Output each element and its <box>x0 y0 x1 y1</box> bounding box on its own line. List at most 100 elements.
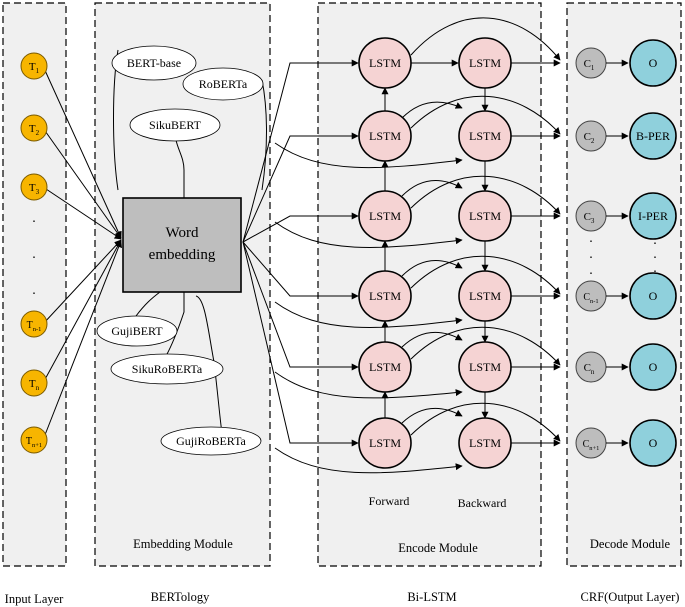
svg-text:LSTM: LSTM <box>369 436 401 450</box>
svg-text:Cn: Cn <box>584 362 595 376</box>
crf-ellipsis-dot: . <box>589 231 593 246</box>
svg-text:I-PER: I-PER <box>638 209 668 223</box>
svg-text:T3: T3 <box>29 182 40 196</box>
lstm-to-crf-connectors <box>410 17 561 447</box>
svg-text:O: O <box>649 289 658 303</box>
crf-node: C1 <box>575 47 607 79</box>
svg-text:T2: T2 <box>29 123 40 137</box>
crf-to-output-connectors <box>606 59 629 447</box>
sikubert-connector <box>175 139 185 198</box>
word-embedding-box: Word embedding <box>122 197 242 293</box>
crf-ellipsis-dot: . <box>589 263 593 278</box>
lstm-cell-backward: LSTM <box>458 190 512 242</box>
gujiroberta-label: GujiRoBERTa <box>176 434 246 448</box>
decode-module-caption: Decode Module <box>590 537 671 551</box>
forward-to-crf-arc <box>410 17 561 61</box>
embedding-to-lstm-connectors <box>242 59 359 447</box>
lstm-cell-forward: LSTM <box>358 110 412 162</box>
svg-text:LSTM: LSTM <box>469 209 501 223</box>
skip-arc <box>274 221 463 248</box>
crf-layer-label: CRF(Output Layer) <box>581 590 680 604</box>
input-ellipsis-dot: . <box>32 211 36 226</box>
svg-text:O: O <box>649 436 658 450</box>
word-embedding-line2: embedding <box>149 247 216 263</box>
svg-text:C3: C3 <box>584 211 595 225</box>
encode-module-caption: Encode Module <box>398 541 478 555</box>
svg-text:C1: C1 <box>584 58 595 72</box>
input-ellipsis-dot: . <box>32 247 36 262</box>
gujiroberta-bubble <box>160 426 262 456</box>
lstm-cell-backward: LSTM <box>458 270 512 322</box>
lstm-cell-forward: LSTM <box>358 341 412 393</box>
svg-text:LSTM: LSTM <box>469 360 501 374</box>
lstm-cell-backward: LSTM <box>458 341 512 393</box>
svg-text:T1: T1 <box>29 61 40 75</box>
long-range-arcs <box>274 142 463 474</box>
output-tag: O <box>629 39 677 87</box>
forward-to-backward-curve <box>401 101 463 119</box>
lstm-cell-backward: LSTM <box>458 417 512 469</box>
svg-text:LSTM: LSTM <box>469 289 501 303</box>
output-tag-column: O B-PER I-PER O O O . . . <box>629 39 677 467</box>
skip-arc <box>274 447 463 474</box>
forward-to-backward-curve <box>401 407 463 424</box>
backward-label: Backward <box>458 496 507 510</box>
input-to-embedding-connectors <box>42 65 122 441</box>
gujibert-label: GujiBERT <box>111 324 163 338</box>
lstm-cell-backward: LSTM <box>458 37 512 89</box>
output-tag: O <box>629 343 677 391</box>
svg-text:LSTM: LSTM <box>469 56 501 70</box>
sikubert-bubble <box>129 108 221 142</box>
crf-node: Cn <box>575 351 607 383</box>
svg-text:Tn-1: Tn-1 <box>27 320 42 333</box>
svg-text:LSTM: LSTM <box>369 56 401 70</box>
sikuroberta-label: SikuRoBERTa <box>132 362 203 376</box>
bert-base-bubble <box>111 45 197 81</box>
input-token: Tn+1 <box>20 426 48 454</box>
lstm-cell-forward: LSTM <box>358 270 412 322</box>
bertology-label: BERTology <box>151 590 211 604</box>
output-tag: I-PER <box>629 192 677 240</box>
forward-lstm-column: LSTM LSTM LSTM LSTM LSTM LSTM <box>358 37 412 469</box>
svg-text:Cn+1: Cn+1 <box>583 439 600 452</box>
output-ellipsis-dot: . <box>653 247 657 262</box>
sikubert-label: SikuBERT <box>149 118 202 132</box>
input-token: Tn <box>20 369 48 397</box>
crf-node: Cn-1 <box>575 280 607 312</box>
svg-text:C2: C2 <box>584 131 595 145</box>
svg-text:Tn: Tn <box>29 378 40 392</box>
lstm-cell-forward: LSTM <box>358 37 412 89</box>
svg-text:O: O <box>649 360 658 374</box>
output-ellipsis-dot: . <box>653 261 657 276</box>
roberta-connector <box>261 79 267 191</box>
forward-label: Forward <box>369 494 410 508</box>
backward-lstm-column: LSTM LSTM LSTM LSTM LSTM LSTM <box>458 37 512 469</box>
lstm-horizontal-connectors <box>401 59 463 424</box>
skip-arc <box>274 301 463 328</box>
lstm-cell-forward: LSTM <box>358 190 412 242</box>
svg-text:O: O <box>649 56 658 70</box>
lstm-cell-backward: LSTM <box>458 110 512 162</box>
svg-text:LSTM: LSTM <box>469 129 501 143</box>
input-layer-frame <box>2 2 67 567</box>
bert-base-label: BERT-base <box>127 56 181 70</box>
svg-text:LSTM: LSTM <box>369 289 401 303</box>
svg-text:Cn-1: Cn-1 <box>583 292 598 305</box>
input-token: T3 <box>20 173 48 201</box>
word-embedding-line1: Word <box>166 225 199 241</box>
skip-arc <box>274 142 463 169</box>
roberta-bubble <box>182 67 264 101</box>
bilstm-label: Bi-LSTM <box>407 590 456 604</box>
lstm-cell-forward: LSTM <box>358 417 412 469</box>
crf-node: C2 <box>575 120 607 152</box>
input-layer-label: Input Layer <box>5 592 64 606</box>
pretrained-model-group: BERT-base RoBERTa SikuBERT GujiBERT Siku… <box>96 45 267 456</box>
input-ellipsis-dot: . <box>32 283 36 298</box>
svg-text:Tn+1: Tn+1 <box>26 436 42 449</box>
skip-arc <box>274 371 463 399</box>
input-token: T2 <box>20 114 48 142</box>
roberta-label: RoBERTa <box>199 77 248 91</box>
gujibert-bubble <box>96 315 178 347</box>
